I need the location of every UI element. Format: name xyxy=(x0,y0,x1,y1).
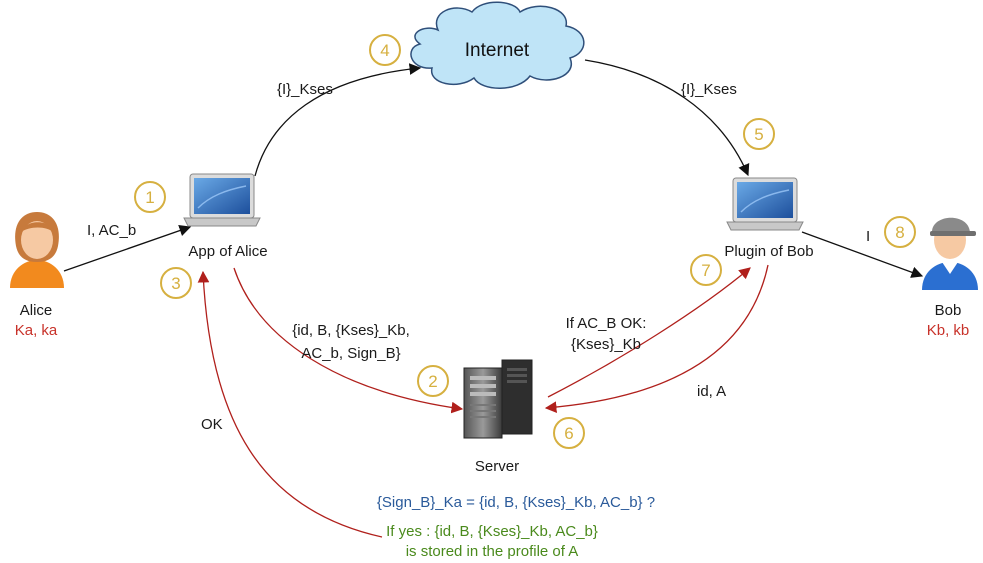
store-text-line1: If yes : {id, B, {Kses}_Kb, AC_b} xyxy=(386,523,598,540)
edge-label-server-plugin-1: If AC_B OK: xyxy=(566,315,647,332)
internet-label: Internet xyxy=(465,40,530,61)
edge-label-app-server-2: AC_b, Sign_B} xyxy=(301,345,400,362)
arrow-server-to-app xyxy=(197,270,383,538)
internet-cloud: Internet xyxy=(410,1,585,89)
app-of-alice-label: App of Alice xyxy=(188,243,267,260)
step-number: 3 xyxy=(171,274,180,293)
step-number: 4 xyxy=(380,41,389,60)
laptop-icon xyxy=(726,177,804,231)
edge-label-alice-app: I, AC_b xyxy=(87,222,136,239)
edge-label-plugin-bob: I xyxy=(866,228,870,245)
edge-label-server-app: OK xyxy=(201,416,223,433)
arrow-plugin-to-bob xyxy=(801,231,924,278)
edge-label-app-server-1: {id, B, {Kses}_Kb, xyxy=(292,322,410,339)
edge-label-app-internet: {I}_Kses xyxy=(277,81,333,98)
step-marker-5: 5 xyxy=(743,118,775,150)
bob-avatar-icon xyxy=(922,217,978,290)
alice-avatar-icon xyxy=(10,212,64,288)
server-label: Server xyxy=(475,458,519,475)
alice-name: Alice xyxy=(20,302,53,319)
step-number: 8 xyxy=(895,223,904,242)
step-marker-6: 6 xyxy=(553,417,585,449)
step-marker-7: 7 xyxy=(690,254,722,286)
store-text-line2: is stored in the profile of A xyxy=(406,543,579,560)
arrow-internet-to-plugin xyxy=(584,59,750,177)
bob-keys: Kb, kb xyxy=(927,322,970,339)
step-number: 7 xyxy=(701,261,710,280)
step-number: 1 xyxy=(145,188,154,207)
signature-check-text: {Sign_B}_Ka = {id, B, {Kses}_Kb, AC_b} ? xyxy=(377,494,655,511)
step-marker-2: 2 xyxy=(417,365,449,397)
step-marker-4: 4 xyxy=(369,34,401,66)
edge-label-server-plugin-2: {Kses}_Kb xyxy=(571,336,641,353)
server-icon xyxy=(463,359,533,439)
laptop-icon xyxy=(183,173,261,227)
arrow-app-to-internet xyxy=(254,63,422,177)
step-marker-1: 1 xyxy=(134,181,166,213)
step-number: 5 xyxy=(754,125,763,144)
step-number: 6 xyxy=(564,424,573,443)
step-marker-3: 3 xyxy=(160,267,192,299)
arrow-server-to-plugin xyxy=(547,267,751,398)
plugin-of-bob-label: Plugin of Bob xyxy=(724,243,813,260)
alice-keys: Ka, ka xyxy=(15,322,58,339)
arrow-plugin-to-server xyxy=(544,264,769,413)
step-number: 2 xyxy=(428,372,437,391)
arrow-app-to-server xyxy=(233,267,464,414)
arrow-alice-to-app xyxy=(63,224,192,272)
bob-name: Bob xyxy=(935,302,962,319)
edge-label-plugin-server: id, A xyxy=(697,383,726,400)
edge-label-internet-plugin: {I}_Kses xyxy=(681,81,737,98)
step-marker-8: 8 xyxy=(884,216,916,248)
